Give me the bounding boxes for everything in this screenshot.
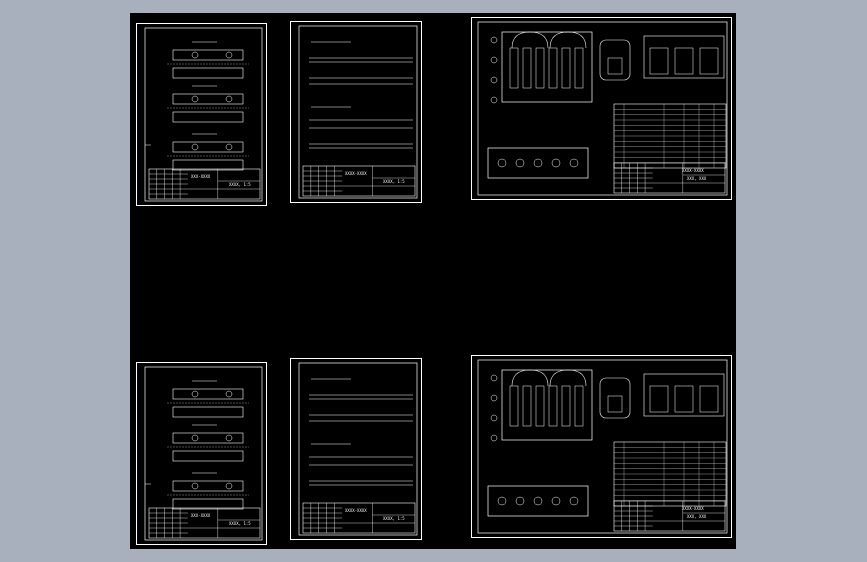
sheet-linework: [298, 25, 418, 199]
title-block-scale: XXXX, 1:5: [229, 521, 251, 526]
title-block-scale: XXXX, 1:5: [383, 516, 405, 521]
sheet-linework: [477, 21, 728, 196]
title-block-caption: XXXX-XXXX: [682, 506, 704, 511]
drawing-sheet-assembly-top[interactable]: XXXX-XXXX XXX, XXX: [471, 17, 732, 200]
sheet-linework: [477, 359, 728, 534]
title-block-scale: XXXX, 1:5: [383, 179, 405, 184]
drawing-sheet-assembly-bottom[interactable]: XXXX-XXXX XXX, XXX: [471, 355, 732, 538]
cad-drawing-viewport[interactable]: XXX-XXXX XXXX, 1:5 XXXX-XXXX XXXX, 1:5 XXX…: [130, 13, 736, 549]
sheet-linework: [144, 366, 263, 541]
title-block-caption: XXXX-XXXX: [682, 168, 704, 173]
title-block-scale: XXX, XXX: [687, 176, 707, 181]
title-block-caption: XXX-XXXX: [191, 513, 211, 518]
title-block-caption: XXXX-XXXX: [345, 508, 367, 513]
drawing-sheet-long-part-top[interactable]: XXXX-XXXX XXXX, 1:5: [290, 21, 422, 203]
drawing-sheet-part-bottom[interactable]: XXX-XXXX XXXX, 1:5: [136, 362, 267, 545]
title-block-caption: XXX-XXXX: [191, 174, 211, 179]
sheet-linework: [298, 362, 418, 536]
drawing-sheet-long-part-bottom[interactable]: XXXX-XXXX XXXX, 1:5: [290, 358, 422, 540]
title-block-scale: XXX, XXX: [687, 514, 707, 519]
sheet-linework: [144, 27, 263, 202]
title-block-caption: XXXX-XXXX: [345, 171, 367, 176]
drawing-sheet-part-top[interactable]: XXX-XXXX XXXX, 1:5: [136, 23, 267, 206]
title-block-scale: XXXX, 1:5: [229, 182, 251, 187]
